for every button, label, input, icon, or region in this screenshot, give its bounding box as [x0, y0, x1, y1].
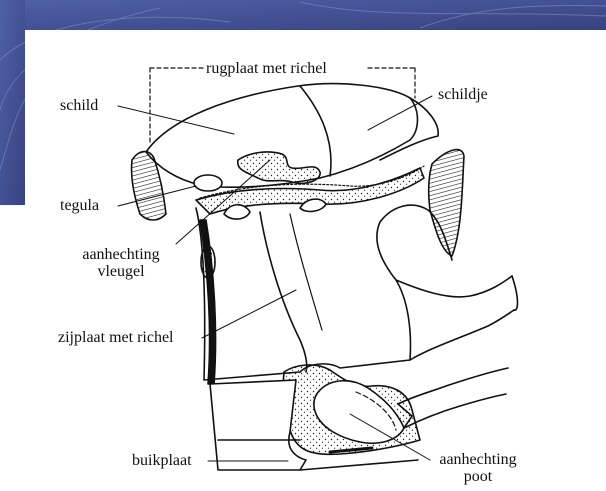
- tegula-shape: [194, 175, 222, 191]
- label-zijplaat: zijplaat met richel: [58, 329, 174, 346]
- label-schildje: schildje: [438, 86, 488, 103]
- pleuron-plate: [196, 205, 452, 380]
- label-aanhechting-poot-line2: poot: [428, 468, 528, 485]
- label-rugplaat: rugplaat met richel: [206, 60, 327, 77]
- label-aanhechting-poot-line1: aanhechting: [428, 451, 528, 468]
- label-tegula: tegula: [60, 197, 99, 214]
- label-aanhechting-poot: aanhechting poot: [428, 451, 528, 485]
- label-aanhechting-vleugel: aanhechting vleugel: [66, 246, 176, 280]
- label-schild: schild: [60, 97, 98, 114]
- label-buikplaat: buikplaat: [132, 452, 192, 469]
- sternum-plate: [210, 380, 306, 470]
- label-aanhechting-vleugel-line1: aanhechting: [66, 246, 176, 263]
- label-aanhechting-vleugel-line2: vleugel: [66, 263, 176, 280]
